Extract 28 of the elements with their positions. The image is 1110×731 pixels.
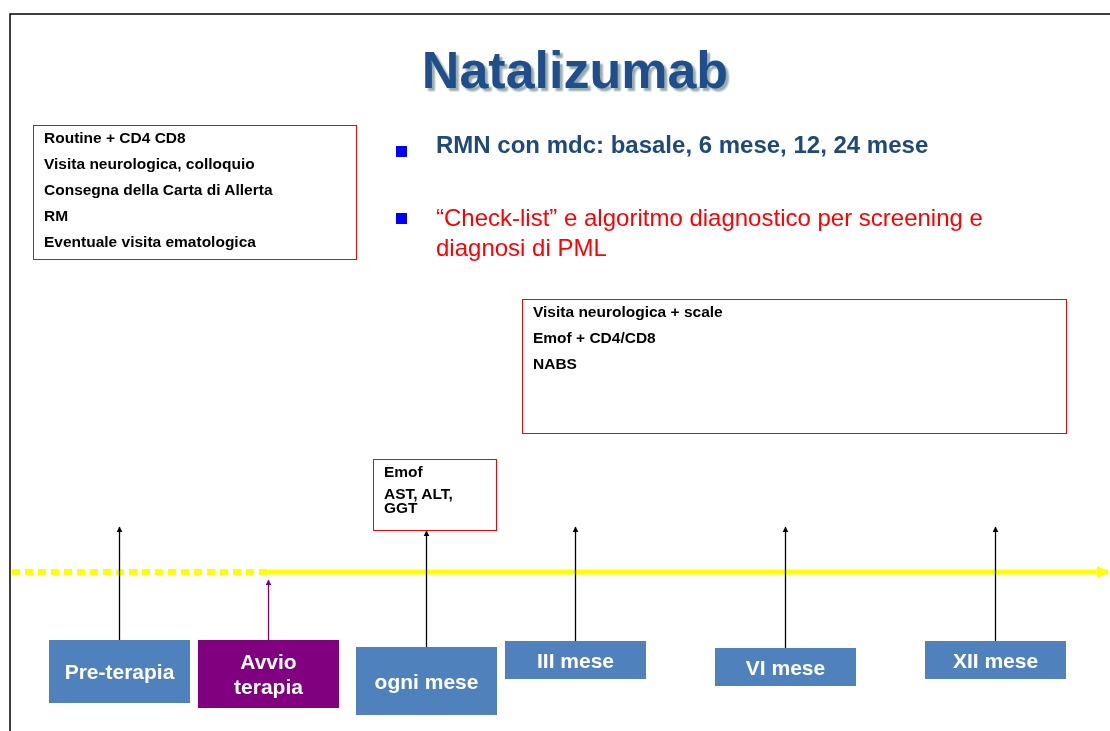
arrow [265, 579, 272, 641]
note-text: AST, ALT, GGT [384, 485, 454, 515]
note-text: Visita neurologica, colloquio [44, 155, 256, 173]
note-box [33, 125, 357, 260]
arrow [782, 526, 789, 649]
bullet-point: RMN con mdc: basale, 6 mese, 12, 24 mese [436, 130, 930, 160]
note-text: Eventuale visita ematologica [44, 233, 257, 251]
timeline-label: Avvio terapia [198, 640, 339, 708]
note-text: RM [44, 207, 70, 225]
arrow [992, 526, 999, 642]
arrow [572, 526, 579, 642]
arrow [116, 526, 123, 641]
note-text: Routine + CD4 CD8 [44, 129, 187, 147]
timeline-label: VI mese [715, 648, 856, 686]
note-text: Emof + CD4/CD8 [533, 329, 657, 347]
note-text: Consegna della Carta di Allerta [44, 181, 274, 199]
note-box [373, 459, 497, 531]
title: Natalizumab [420, 40, 730, 101]
note-box [522, 299, 1067, 434]
note-text: Visita neurologica + scale [533, 303, 724, 321]
timeline-label: ogni mese [356, 647, 497, 715]
bullet-point: “Check-list” e algoritmo diagnostico per screening e diagnosi di PML [436, 203, 984, 263]
timeline-label: III mese [505, 641, 646, 679]
arrow [423, 530, 430, 648]
note-text: Emof [384, 463, 424, 479]
timeline-label: XII mese [925, 641, 1066, 679]
timeline-label: Pre-terapia [49, 640, 190, 703]
note-text: NABS [533, 355, 578, 373]
